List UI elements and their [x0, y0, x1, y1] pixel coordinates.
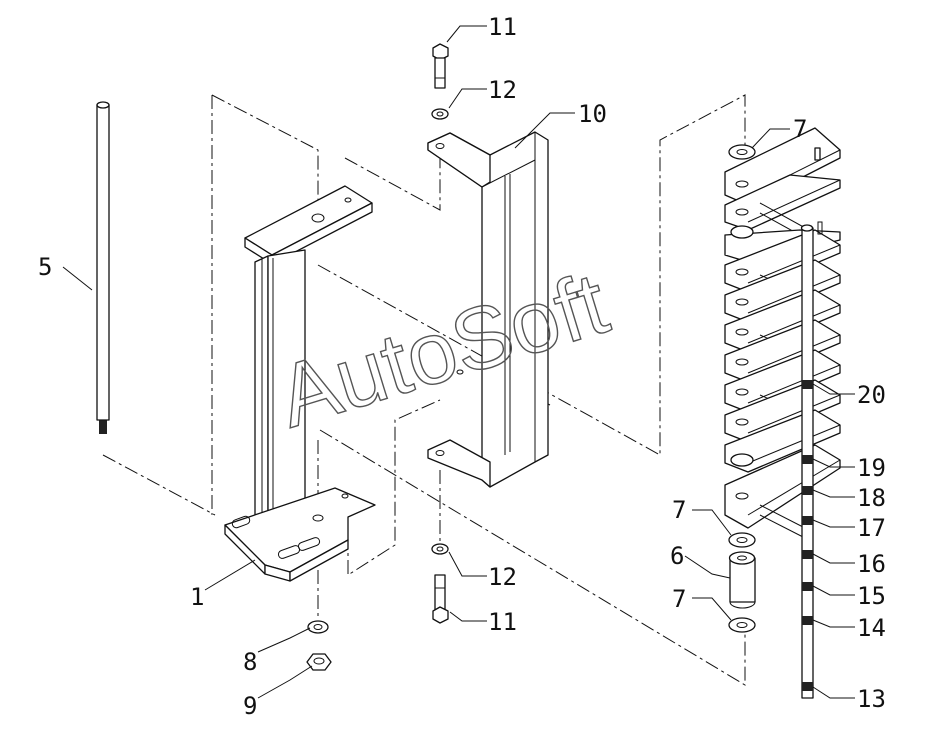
leader-lines	[62, 25, 855, 699]
callout-6: 6	[670, 542, 684, 570]
part-9-nut	[306, 653, 332, 671]
callout-14: 14	[857, 614, 886, 642]
callout-12-bottom: 12	[488, 563, 517, 591]
hinge-link-stack	[724, 127, 841, 539]
part-12-washer-bottom	[431, 543, 449, 555]
part-7-washer-bottom	[728, 617, 756, 633]
callout-15: 15	[857, 582, 886, 610]
callout-20: 20	[857, 381, 886, 409]
part-1-bracket	[224, 185, 376, 582]
part-12-washer-top	[431, 108, 449, 120]
callout-13: 13	[857, 685, 886, 713]
callout-labels: 11 12 10 5 1 8 9 12 11 7 7 6 7 20 19 18 …	[38, 13, 886, 720]
callout-5: 5	[38, 253, 52, 281]
callout-11-top: 11	[488, 13, 517, 41]
part-10-cover	[427, 131, 549, 488]
part-5-rod	[96, 101, 110, 434]
callout-8: 8	[243, 648, 257, 676]
part-8-washer	[307, 620, 329, 634]
callout-12-top: 12	[488, 76, 517, 104]
callout-10: 10	[578, 100, 607, 128]
callout-16: 16	[857, 550, 886, 578]
callout-9: 9	[243, 692, 257, 720]
part-7-washer-top	[728, 144, 756, 160]
callout-7-bottom: 7	[672, 585, 686, 613]
part-6-spacer	[728, 551, 756, 609]
callout-11-bottom: 11	[488, 608, 517, 636]
callout-1: 1	[190, 583, 204, 611]
callout-7-top: 7	[793, 115, 807, 143]
callout-17: 17	[857, 514, 886, 542]
callout-19: 19	[857, 454, 886, 482]
callout-7-middle: 7	[672, 496, 686, 524]
part-11-bolt-top	[432, 43, 449, 89]
watermark-text: AutoSoft	[267, 253, 619, 446]
part-11-bolt-bottom	[432, 574, 449, 624]
part-7-washer-middle	[728, 532, 756, 548]
callout-18: 18	[857, 484, 886, 512]
shaft-grooves	[802, 380, 813, 691]
